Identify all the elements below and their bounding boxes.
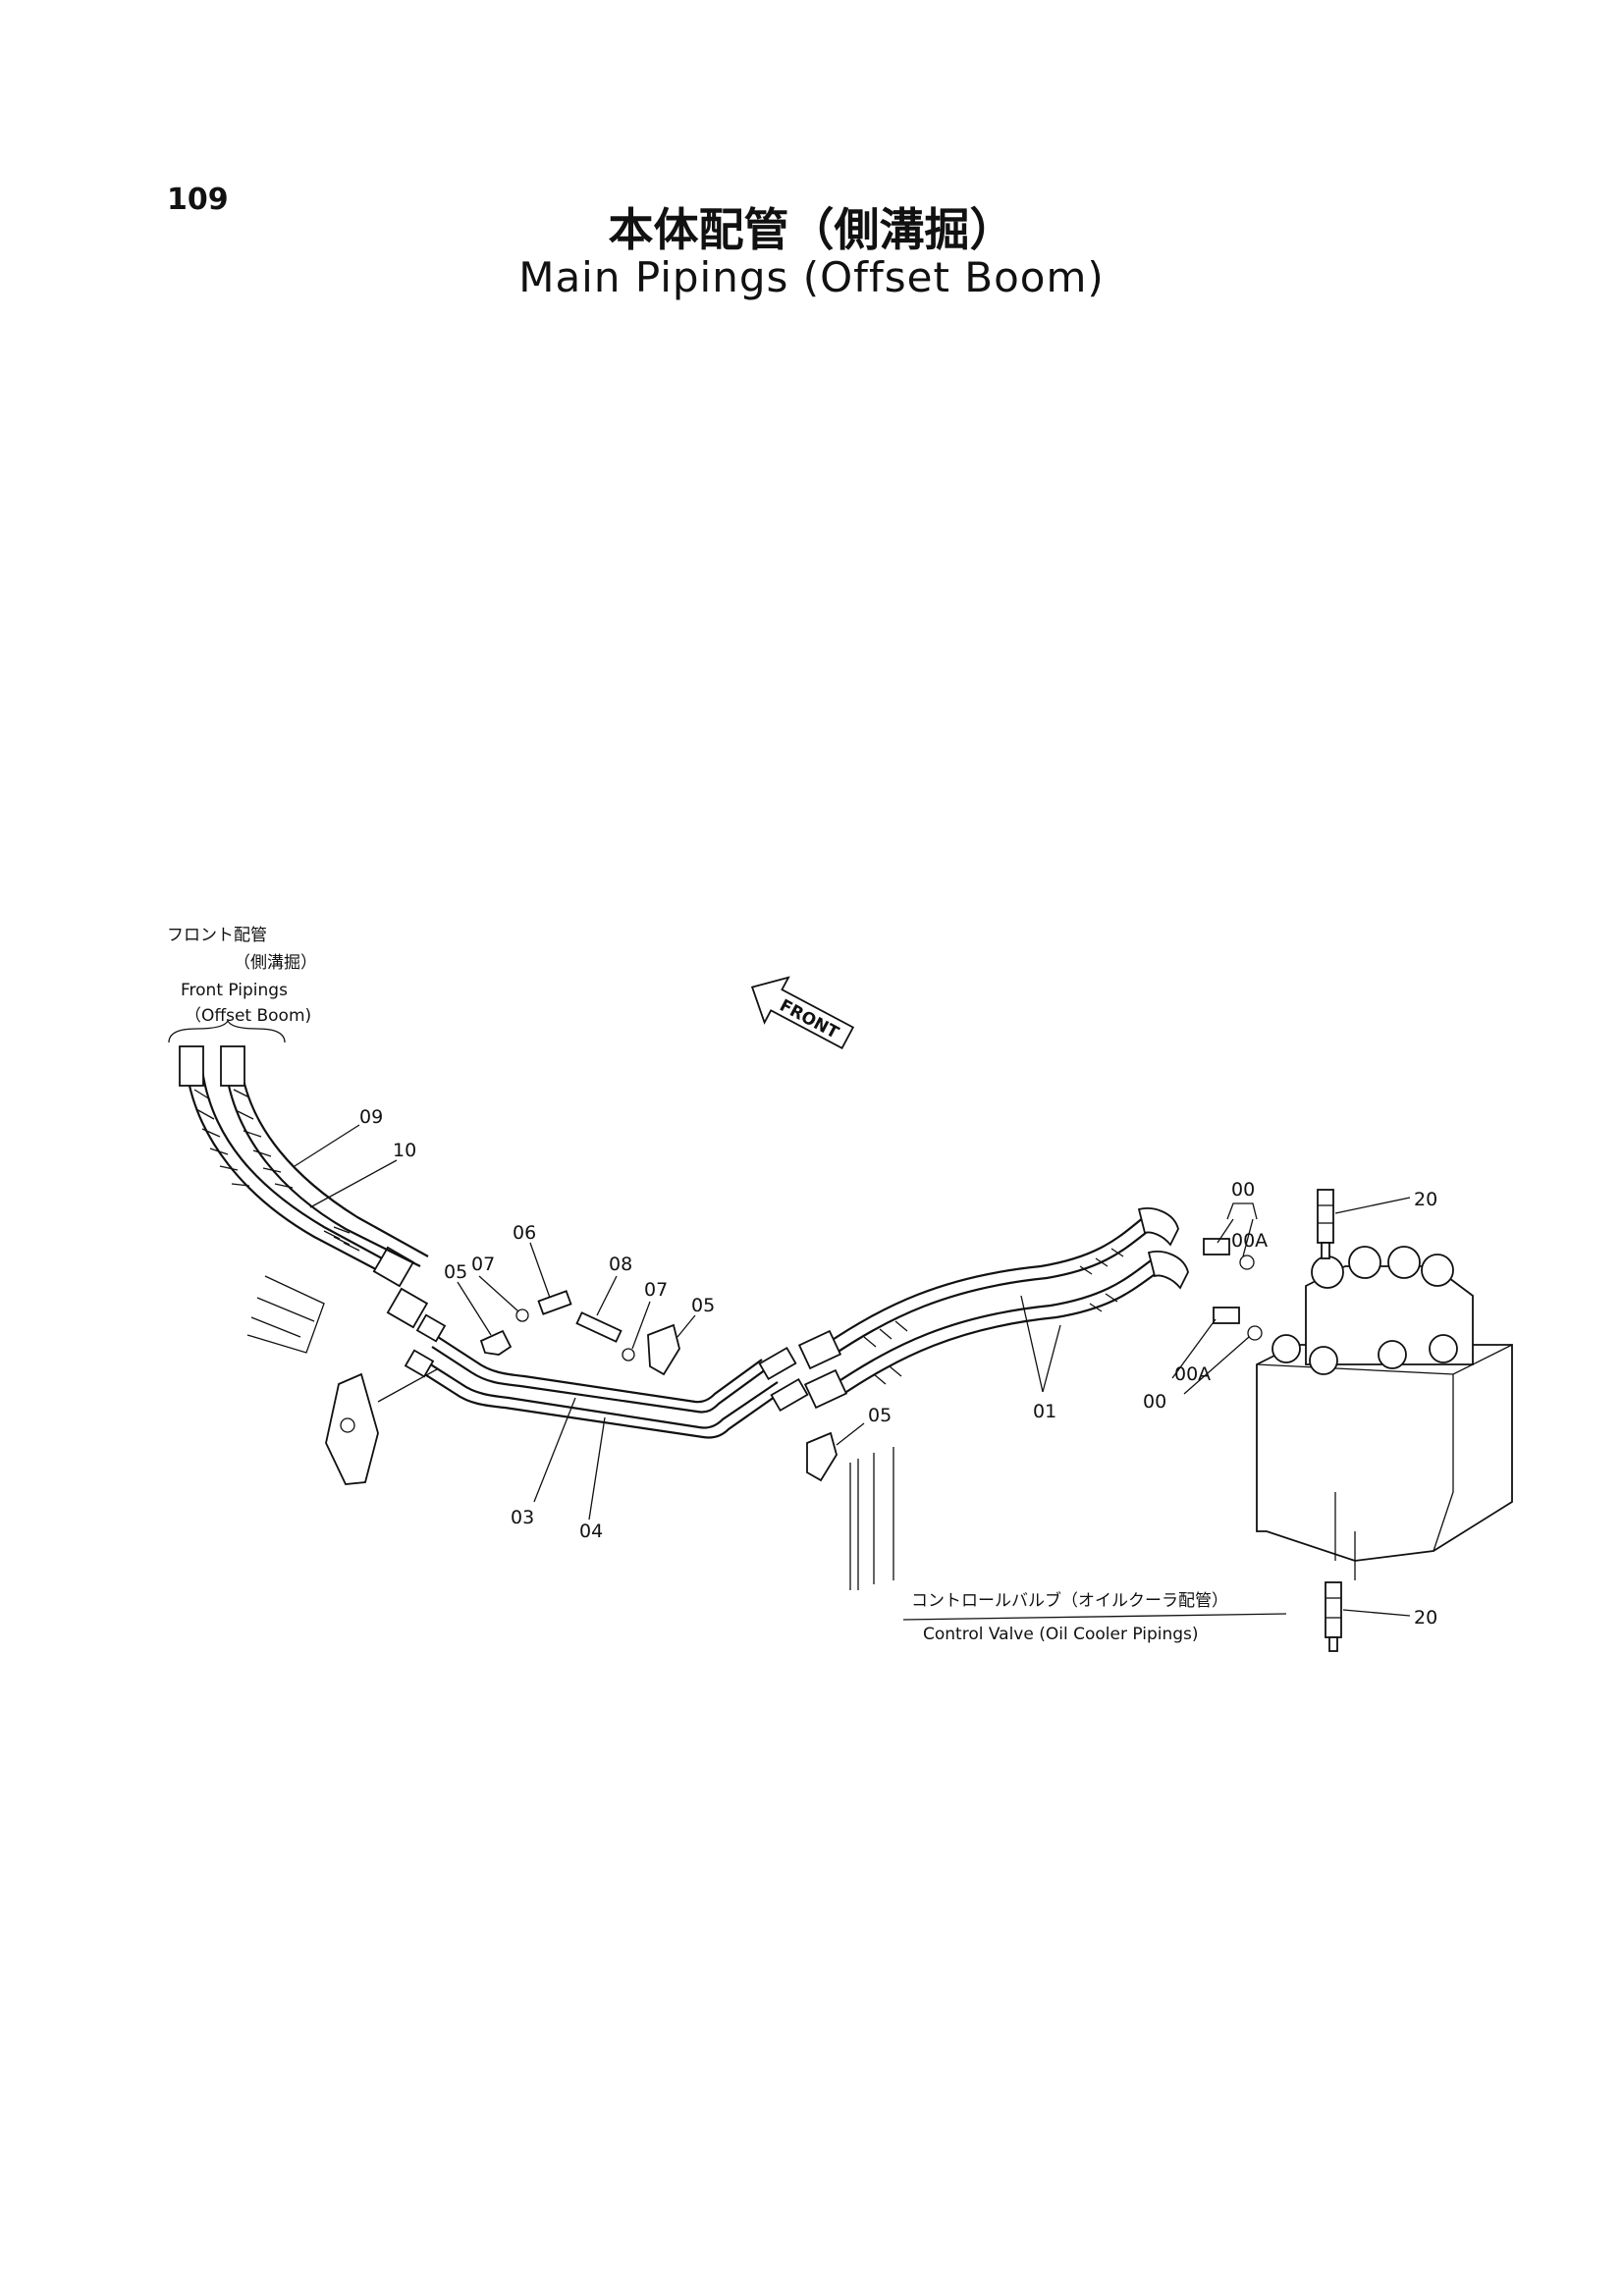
- part-label-05-left: 05: [444, 1261, 467, 1283]
- part-label-20-lower: 20: [1414, 1607, 1437, 1629]
- front-direction-arrow: FRONT: [750, 976, 855, 1050]
- part-label-03: 03: [511, 1507, 534, 1528]
- part-label-04: 04: [579, 1521, 603, 1542]
- front-pipings-label-jp-sub: （側溝掘）: [234, 953, 317, 973]
- pipe-04-inner: [417, 1356, 779, 1429]
- washer-07-right: [622, 1348, 635, 1362]
- pipe-04: [411, 1365, 783, 1439]
- part-label-06: 06: [513, 1222, 536, 1244]
- part-label-07-left: 07: [471, 1254, 495, 1275]
- part-label-00-lower: 00: [1143, 1391, 1166, 1413]
- pipe-04-end-fitting: [404, 1349, 435, 1378]
- o-ring-00A-upper: [1239, 1255, 1255, 1270]
- clamp-05-middle: [647, 1323, 680, 1376]
- page-number: 109: [167, 183, 229, 217]
- front-pipings-label-en-sub: （Offset Boom): [185, 1006, 311, 1026]
- control-valve-block: [1256, 1246, 1513, 1580]
- part-label-07-right: 07: [644, 1279, 668, 1301]
- part-label-00A-upper: 00A: [1231, 1230, 1268, 1252]
- part-label-00A-lower: 00A: [1174, 1363, 1211, 1385]
- hose-09-fitting-top: [179, 1045, 204, 1087]
- clamp-05-left: [479, 1329, 513, 1356]
- clamp-05-right: [806, 1431, 838, 1482]
- pipe-04-right-fitting: [770, 1377, 809, 1413]
- plug-20-upper: [1317, 1189, 1334, 1259]
- pipe-03-inner: [437, 1336, 763, 1404]
- leader-lines: [294, 1124, 1411, 1621]
- part-label-08: 08: [609, 1254, 632, 1275]
- front-pipings-label-en: Front Pipings: [181, 981, 288, 1000]
- fitting-00-lower: [1213, 1307, 1240, 1324]
- pipe-03-right-fitting: [758, 1346, 797, 1381]
- front-pipings-brace: [168, 1019, 286, 1043]
- page-title-japanese: 本体配管（側溝掘）: [608, 203, 1015, 256]
- page-title-english: Main Pipings (Offset Boom): [518, 253, 1105, 301]
- part-label-20-upper: 20: [1414, 1189, 1437, 1210]
- part-label-10: 10: [393, 1140, 416, 1161]
- fitting-00-upper: [1203, 1238, 1230, 1255]
- plug-20-lower: [1325, 1581, 1342, 1652]
- pipe-03: [431, 1346, 767, 1414]
- bolt-06: [537, 1290, 572, 1315]
- support-post: [849, 1447, 894, 1590]
- hose-09: [185, 1069, 415, 1288]
- hose-10: [224, 1069, 429, 1329]
- pipe-03-end-fitting: [415, 1313, 447, 1343]
- o-ring-00A-lower: [1247, 1325, 1263, 1341]
- part-label-05-right: 05: [868, 1405, 892, 1426]
- hoses-01: [797, 1207, 1189, 1410]
- part-label-05-middle: 05: [691, 1295, 715, 1316]
- part-label-01: 01: [1033, 1401, 1056, 1422]
- control-valve-label-en: Control Valve (Oil Cooler Pipings): [923, 1625, 1199, 1644]
- hose-10-fitting-top: [220, 1045, 245, 1087]
- washer-07-left: [515, 1308, 529, 1322]
- control-valve-label-jp: コントロールバルブ（オイルクーラ配管）: [911, 1590, 1228, 1611]
- part-label-00-upper: 00: [1231, 1179, 1255, 1201]
- part-label-09: 09: [359, 1106, 383, 1128]
- bolt-08: [575, 1311, 622, 1343]
- front-pipings-label-jp: フロント配管: [167, 926, 267, 945]
